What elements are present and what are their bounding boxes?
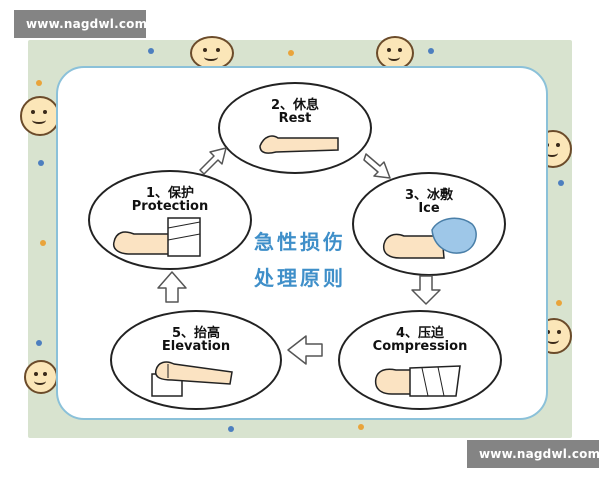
step-label-en: Ice	[418, 201, 440, 216]
deco-dot	[148, 48, 154, 54]
center-title-line2: 处理原则	[254, 266, 346, 290]
deco-dot	[358, 424, 364, 430]
deco-dot	[228, 426, 234, 432]
arrow-5-to-1	[157, 271, 187, 303]
deco-dot	[556, 300, 562, 306]
deco-dot	[38, 160, 44, 166]
step-compression: 4、压迫 Compression	[338, 310, 502, 410]
resting-leg-icon	[259, 135, 339, 154]
arrow-2-to-3	[363, 153, 391, 179]
ice-pack-foot-icon	[382, 217, 477, 259]
smiley-face-icon	[24, 360, 58, 394]
step-label-zh: 2、休息	[270, 98, 320, 113]
deco-dot	[40, 240, 46, 246]
step-label-zh: 5、抬高	[171, 326, 221, 341]
step-label-zh: 1、保护	[145, 186, 195, 201]
center-title-line1: 急性损伤	[254, 230, 346, 254]
step-elevation: 5、抬高 Elevation	[110, 310, 282, 410]
deco-dot	[428, 48, 434, 54]
arrow-3-to-4	[411, 275, 441, 305]
step-label-en: Protection	[131, 199, 209, 214]
arrow-4-to-5	[287, 335, 323, 365]
deco-dot	[558, 180, 564, 186]
compression-wrap-foot-icon	[374, 365, 461, 397]
step-label-zh: 4、压迫	[395, 326, 445, 341]
watermark-bottom: www.nagdwl.com	[467, 440, 600, 468]
bandaged-foot-icon	[112, 217, 201, 257]
step-protection: 1、保护 Protection	[88, 170, 252, 270]
deco-dot	[288, 50, 294, 56]
watermark-top: www.nagdwl.com	[14, 10, 147, 38]
deco-dot	[36, 340, 42, 346]
step-label-en: Compression	[372, 339, 468, 354]
elevated-leg-icon	[151, 361, 233, 397]
step-rest: 2、休息 Rest	[218, 82, 372, 174]
step-ice: 3、冰敷 Ice	[352, 172, 506, 276]
step-label-en: Rest	[278, 111, 312, 126]
arrow-1-to-2	[199, 147, 227, 175]
deco-dot	[36, 80, 42, 86]
step-label-zh: 3、冰敷	[404, 188, 454, 203]
step-label-en: Elevation	[161, 339, 231, 354]
smiley-face-icon	[376, 36, 414, 70]
